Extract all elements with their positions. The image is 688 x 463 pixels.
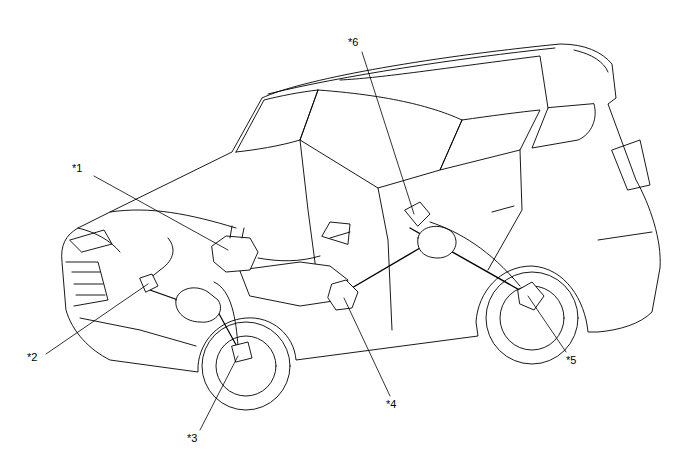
side-window <box>532 104 595 148</box>
callout-number: *5 <box>566 354 576 367</box>
callout-number: *2 <box>27 351 37 364</box>
leader-line <box>528 296 566 352</box>
leader-line <box>94 176 228 250</box>
spoiler <box>574 50 608 72</box>
wheel <box>216 336 276 396</box>
grille <box>66 262 108 306</box>
windshield <box>236 90 318 152</box>
propeller-shaft <box>345 248 420 292</box>
side-window <box>300 90 462 188</box>
callout-number: *3 <box>187 432 197 445</box>
wire-harness <box>430 222 520 286</box>
door-handle <box>330 232 350 238</box>
door-line <box>488 150 522 270</box>
tail-light <box>612 140 650 190</box>
wheel <box>202 322 290 410</box>
callout-number: *6 <box>348 36 358 49</box>
front-speed-sensor <box>140 274 158 292</box>
rear-speed-sensor <box>405 202 430 226</box>
transfer-actuator <box>328 280 358 310</box>
front-differential <box>176 288 221 322</box>
rear-speed-sensor <box>518 282 544 310</box>
door-line <box>378 188 392 330</box>
wire-harness <box>214 282 238 346</box>
callout-number: *4 <box>386 398 396 411</box>
mirror <box>322 222 350 244</box>
wire-harness <box>258 256 320 261</box>
vehicle-body <box>62 44 661 372</box>
roof-line <box>268 48 555 94</box>
leader-line <box>46 284 148 354</box>
door-handle <box>492 206 514 212</box>
side-window <box>440 110 540 170</box>
hood-line <box>110 210 236 228</box>
brake-pipe <box>230 226 244 238</box>
rear-bumper <box>598 232 652 240</box>
bumper-line <box>80 318 196 346</box>
leader-line <box>200 356 238 430</box>
leader-line <box>362 52 414 214</box>
front-speed-sensor <box>232 342 252 362</box>
brake-actuator <box>212 236 258 272</box>
wheel <box>486 272 578 364</box>
window-frame <box>340 56 548 108</box>
grille <box>72 272 105 295</box>
headlight <box>70 230 112 252</box>
callout-number: *1 <box>72 162 82 175</box>
rear-differential <box>418 226 456 258</box>
leader-line <box>344 298 390 396</box>
